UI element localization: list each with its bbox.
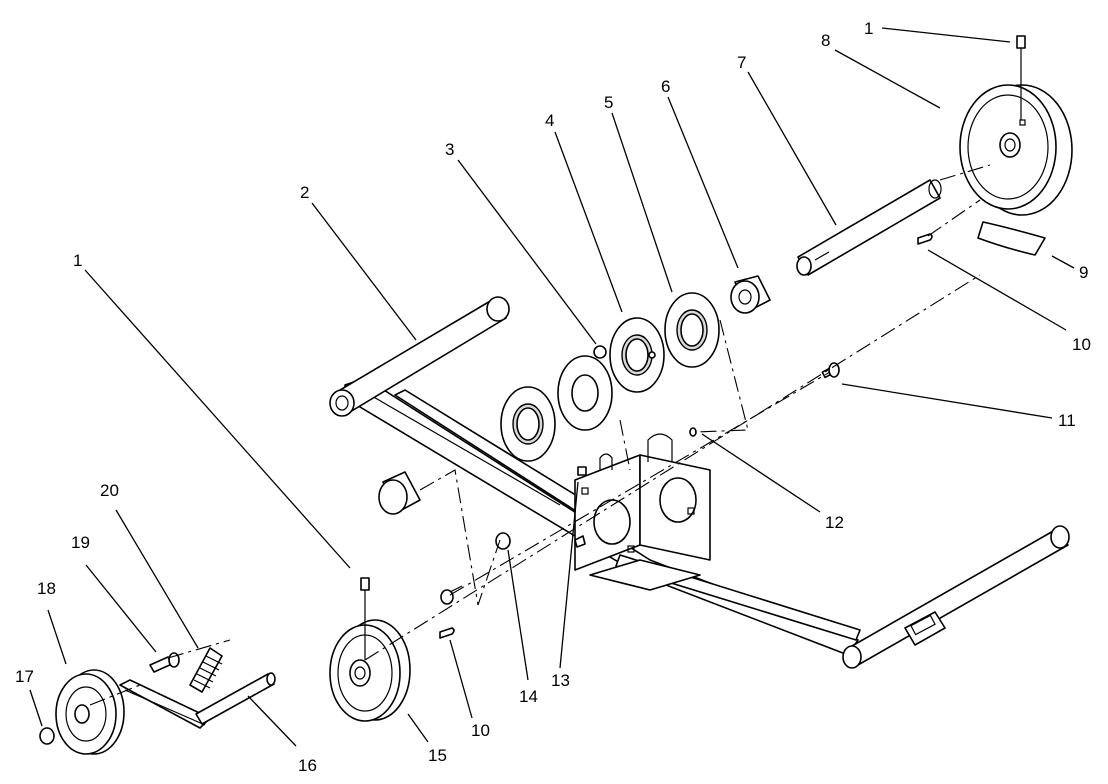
lower-pulley	[329, 619, 411, 722]
callout-spacer-bushing: 6	[661, 77, 670, 96]
leader-lines	[29, 27, 1075, 747]
hex-nut	[495, 532, 511, 550]
callout-belt-guard: 9	[1079, 263, 1088, 282]
bearing-flange-outer	[664, 292, 720, 368]
grease-fitting-lower	[360, 577, 370, 660]
lock-nut	[577, 466, 587, 476]
cross-tube	[842, 525, 1070, 669]
washer	[689, 427, 697, 437]
mounting-bracket	[574, 433, 711, 591]
callout-key-upper: 10	[1072, 335, 1091, 354]
callout-grease-fitting-upper: 1	[864, 19, 873, 38]
idler-bolt	[149, 652, 180, 673]
callout-key-lower: 10	[471, 721, 490, 740]
callout-washer: 12	[825, 513, 844, 532]
callout-idler-nut: 17	[15, 667, 34, 686]
upper-pulley	[959, 84, 1073, 216]
bearing-assembly	[609, 317, 665, 393]
spacer-bushing-left	[378, 471, 421, 515]
woodruff-key-upper	[917, 233, 933, 245]
callout-grease-fitting-lower: 1	[73, 251, 82, 270]
idler-pulley	[55, 669, 125, 755]
callout-pivot-tube: 2	[300, 183, 309, 202]
callout-bearing-assembly: 4	[545, 111, 554, 130]
callout-labels: 1 8 7 6 5 4 3 2 1 9 10 11 12 13 14 10 15…	[15, 19, 1091, 775]
spacer-bushing	[730, 275, 771, 314]
callout-tension-spring: 20	[100, 481, 119, 500]
pivot-tube	[329, 296, 510, 417]
callout-drive-shaft: 7	[737, 53, 746, 72]
callout-bearing-flange-outer: 5	[604, 93, 613, 112]
callout-idler-pulley: 18	[37, 579, 56, 598]
callout-lower-pulley: 15	[428, 746, 447, 765]
idler-nut	[39, 727, 55, 745]
callout-upper-pulley: 8	[821, 31, 830, 50]
woodruff-key-lower	[439, 627, 455, 639]
callout-bolt: 11	[1058, 411, 1076, 430]
callout-lock-nut: 13	[551, 671, 570, 690]
callout-bearing-nut: 3	[445, 140, 454, 159]
bearing-flange-ring	[557, 355, 613, 431]
drive-shaft	[796, 179, 942, 276]
grease-fitting-upper	[1016, 35, 1026, 120]
tension-spring	[189, 647, 223, 693]
bearing-nut	[593, 345, 607, 359]
belt-guard	[977, 221, 1046, 256]
assembly-centerlines	[89, 164, 991, 706]
callout-hex-nut: 14	[519, 687, 538, 706]
callout-idler-pivot-shaft: 16	[298, 756, 317, 775]
callout-idler-bolt: 19	[71, 533, 90, 552]
idler-pivot-shaft	[195, 672, 276, 725]
bearing-flange-plate	[500, 386, 556, 462]
carriage-bolt	[440, 585, 463, 605]
